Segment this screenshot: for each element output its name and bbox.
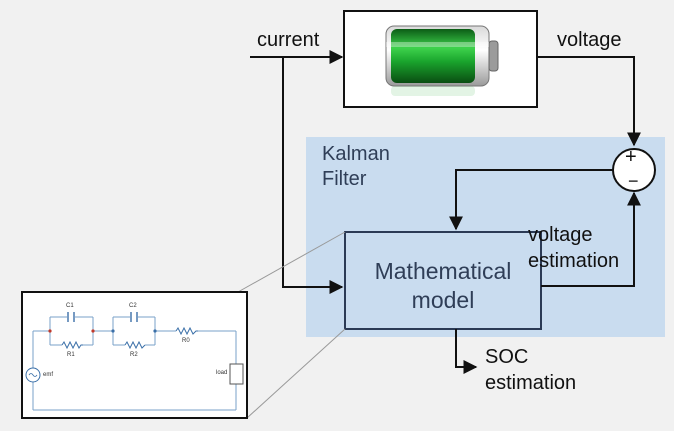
soc-label-line1: SOC bbox=[485, 346, 529, 368]
zoom-line-top bbox=[237, 231, 346, 293]
current-label: current bbox=[257, 29, 320, 51]
label-load: load bbox=[216, 370, 228, 376]
kalman-filter-label-line2: Filter bbox=[322, 168, 367, 190]
voltage-estimation-line bbox=[541, 191, 641, 287]
label-c2: C2 bbox=[129, 303, 137, 309]
voltage-estimation-label-line2: estimation bbox=[528, 250, 620, 272]
model-title-line2: model bbox=[411, 287, 475, 313]
battery-icon bbox=[385, 25, 499, 96]
voltage-estimation-label-line1: voltage bbox=[528, 224, 593, 246]
label-r1: R1 bbox=[67, 352, 75, 358]
voltage-line bbox=[537, 56, 641, 147]
current-branch-line bbox=[282, 57, 344, 294]
circuit-inset bbox=[21, 291, 248, 419]
soc-label-line2: estimation bbox=[485, 372, 577, 394]
zoom-line-bottom bbox=[246, 328, 346, 419]
minus-sign: − bbox=[628, 171, 639, 191]
kalman-filter-label-line1: Kalman bbox=[322, 143, 390, 165]
soc-line bbox=[455, 329, 478, 374]
model-title-line1: Mathematical bbox=[374, 258, 512, 284]
label-r2: R2 bbox=[130, 352, 138, 358]
label-r0: R0 bbox=[182, 338, 190, 344]
label-emf: emf bbox=[43, 372, 54, 378]
feedback-line bbox=[449, 169, 613, 231]
voltage-label: voltage bbox=[557, 29, 622, 51]
circuit-wiring bbox=[32, 316, 237, 411]
model-box bbox=[344, 231, 542, 330]
label-c1: C1 bbox=[66, 303, 74, 309]
plus-sign: + bbox=[625, 146, 637, 168]
circuit-components bbox=[25, 312, 244, 385]
